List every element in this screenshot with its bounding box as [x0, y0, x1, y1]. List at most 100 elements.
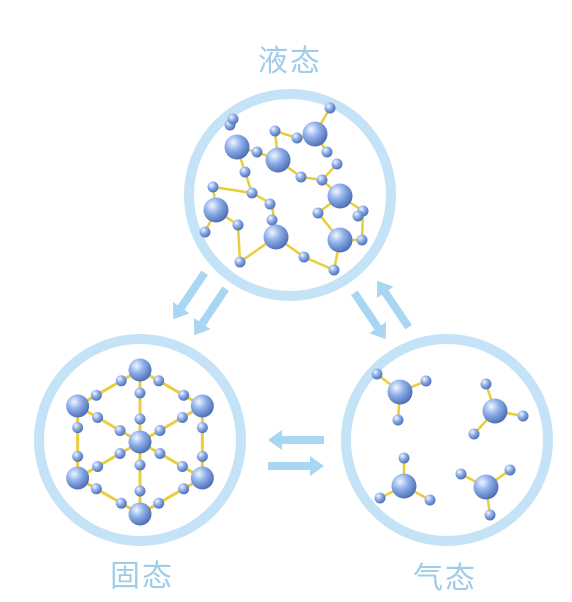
small-atom — [328, 264, 340, 276]
small-atom — [134, 485, 146, 497]
small-atom — [154, 448, 166, 460]
large-atom — [203, 197, 229, 223]
small-atom — [264, 198, 276, 210]
arrow-solid-to-gas — [268, 456, 324, 476]
arrow-solid-to-liquid — [193, 286, 229, 336]
large-atom — [473, 474, 499, 500]
small-atom — [234, 256, 246, 268]
small-atom — [291, 132, 303, 144]
large-atom — [190, 394, 214, 418]
small-atom — [90, 389, 102, 401]
bond — [76, 368, 142, 408]
large-atom — [128, 430, 152, 454]
small-atom — [371, 368, 383, 380]
small-atom — [374, 492, 386, 504]
large-atom — [190, 466, 214, 490]
large-atom — [224, 134, 250, 160]
large-atom — [263, 224, 289, 250]
gas-molecules — [371, 368, 529, 521]
small-atom — [114, 424, 126, 436]
arrow-liquid-to-gas — [351, 290, 387, 340]
small-atom — [312, 207, 324, 219]
small-atom — [480, 378, 492, 390]
small-atom — [92, 460, 104, 472]
small-atom — [115, 497, 127, 509]
liquid-molecules — [199, 102, 369, 276]
small-atom — [517, 410, 529, 422]
small-atom — [196, 450, 208, 462]
small-atom — [331, 158, 343, 170]
small-atom — [134, 413, 146, 425]
small-atom — [72, 422, 84, 434]
bond — [211, 185, 254, 195]
small-atom — [356, 234, 368, 246]
small-atom — [298, 251, 310, 263]
bond — [76, 476, 142, 516]
small-atom — [424, 494, 436, 506]
small-atom — [484, 509, 496, 521]
small-atom — [455, 468, 467, 480]
bond — [138, 476, 204, 516]
small-atom — [90, 483, 102, 495]
small-atom — [115, 375, 127, 387]
bond — [236, 223, 242, 264]
transition-arrows — [172, 270, 412, 476]
small-atom — [420, 375, 432, 387]
arrow-gas-to-solid — [268, 430, 324, 450]
large-atom — [482, 398, 508, 424]
small-atom — [398, 452, 410, 464]
arrow-gas-to-liquid — [376, 280, 412, 330]
large-atom — [302, 121, 328, 147]
small-atom — [199, 226, 211, 238]
liquid-label: 液态 — [258, 44, 322, 79]
large-atom — [327, 227, 353, 253]
solid-lattice — [66, 358, 214, 526]
small-atom — [92, 412, 104, 424]
small-atom — [176, 460, 188, 472]
small-atom — [392, 414, 404, 426]
small-atom — [232, 219, 244, 231]
small-atom — [153, 375, 165, 387]
small-atom — [178, 483, 190, 495]
bond — [138, 368, 204, 408]
large-atom — [391, 473, 417, 499]
small-atom — [266, 214, 278, 226]
small-atom — [154, 424, 166, 436]
bond — [76, 404, 142, 444]
solid-label: 固态 — [110, 559, 174, 594]
small-atom — [468, 428, 480, 440]
large-atom — [66, 466, 90, 490]
small-atom — [324, 102, 336, 114]
small-atom — [134, 387, 146, 399]
small-atom — [176, 412, 188, 424]
small-atom — [178, 389, 190, 401]
small-atom — [246, 187, 258, 199]
small-atom — [251, 146, 263, 158]
small-atom — [114, 448, 126, 460]
bond — [138, 440, 204, 480]
large-atom — [66, 394, 90, 418]
small-atom — [196, 422, 208, 434]
arrow-liquid-to-solid — [172, 270, 208, 320]
small-atom — [227, 113, 239, 125]
small-atom — [352, 210, 364, 222]
small-atom — [134, 459, 146, 471]
large-atom — [128, 502, 152, 526]
large-atom — [327, 183, 353, 209]
gas-label: 气态 — [413, 561, 477, 596]
small-atom — [295, 171, 307, 183]
solid-bonds — [76, 368, 204, 516]
small-atom — [207, 181, 219, 193]
small-atom — [321, 146, 333, 158]
liquid-circle — [184, 89, 396, 301]
small-atom — [269, 125, 281, 137]
small-atom — [316, 174, 328, 186]
small-atom — [153, 497, 165, 509]
large-atom — [387, 379, 413, 405]
bond — [138, 404, 204, 444]
small-atom — [239, 166, 251, 178]
small-atom — [72, 450, 84, 462]
large-atom — [265, 147, 291, 173]
small-atom — [504, 464, 516, 476]
